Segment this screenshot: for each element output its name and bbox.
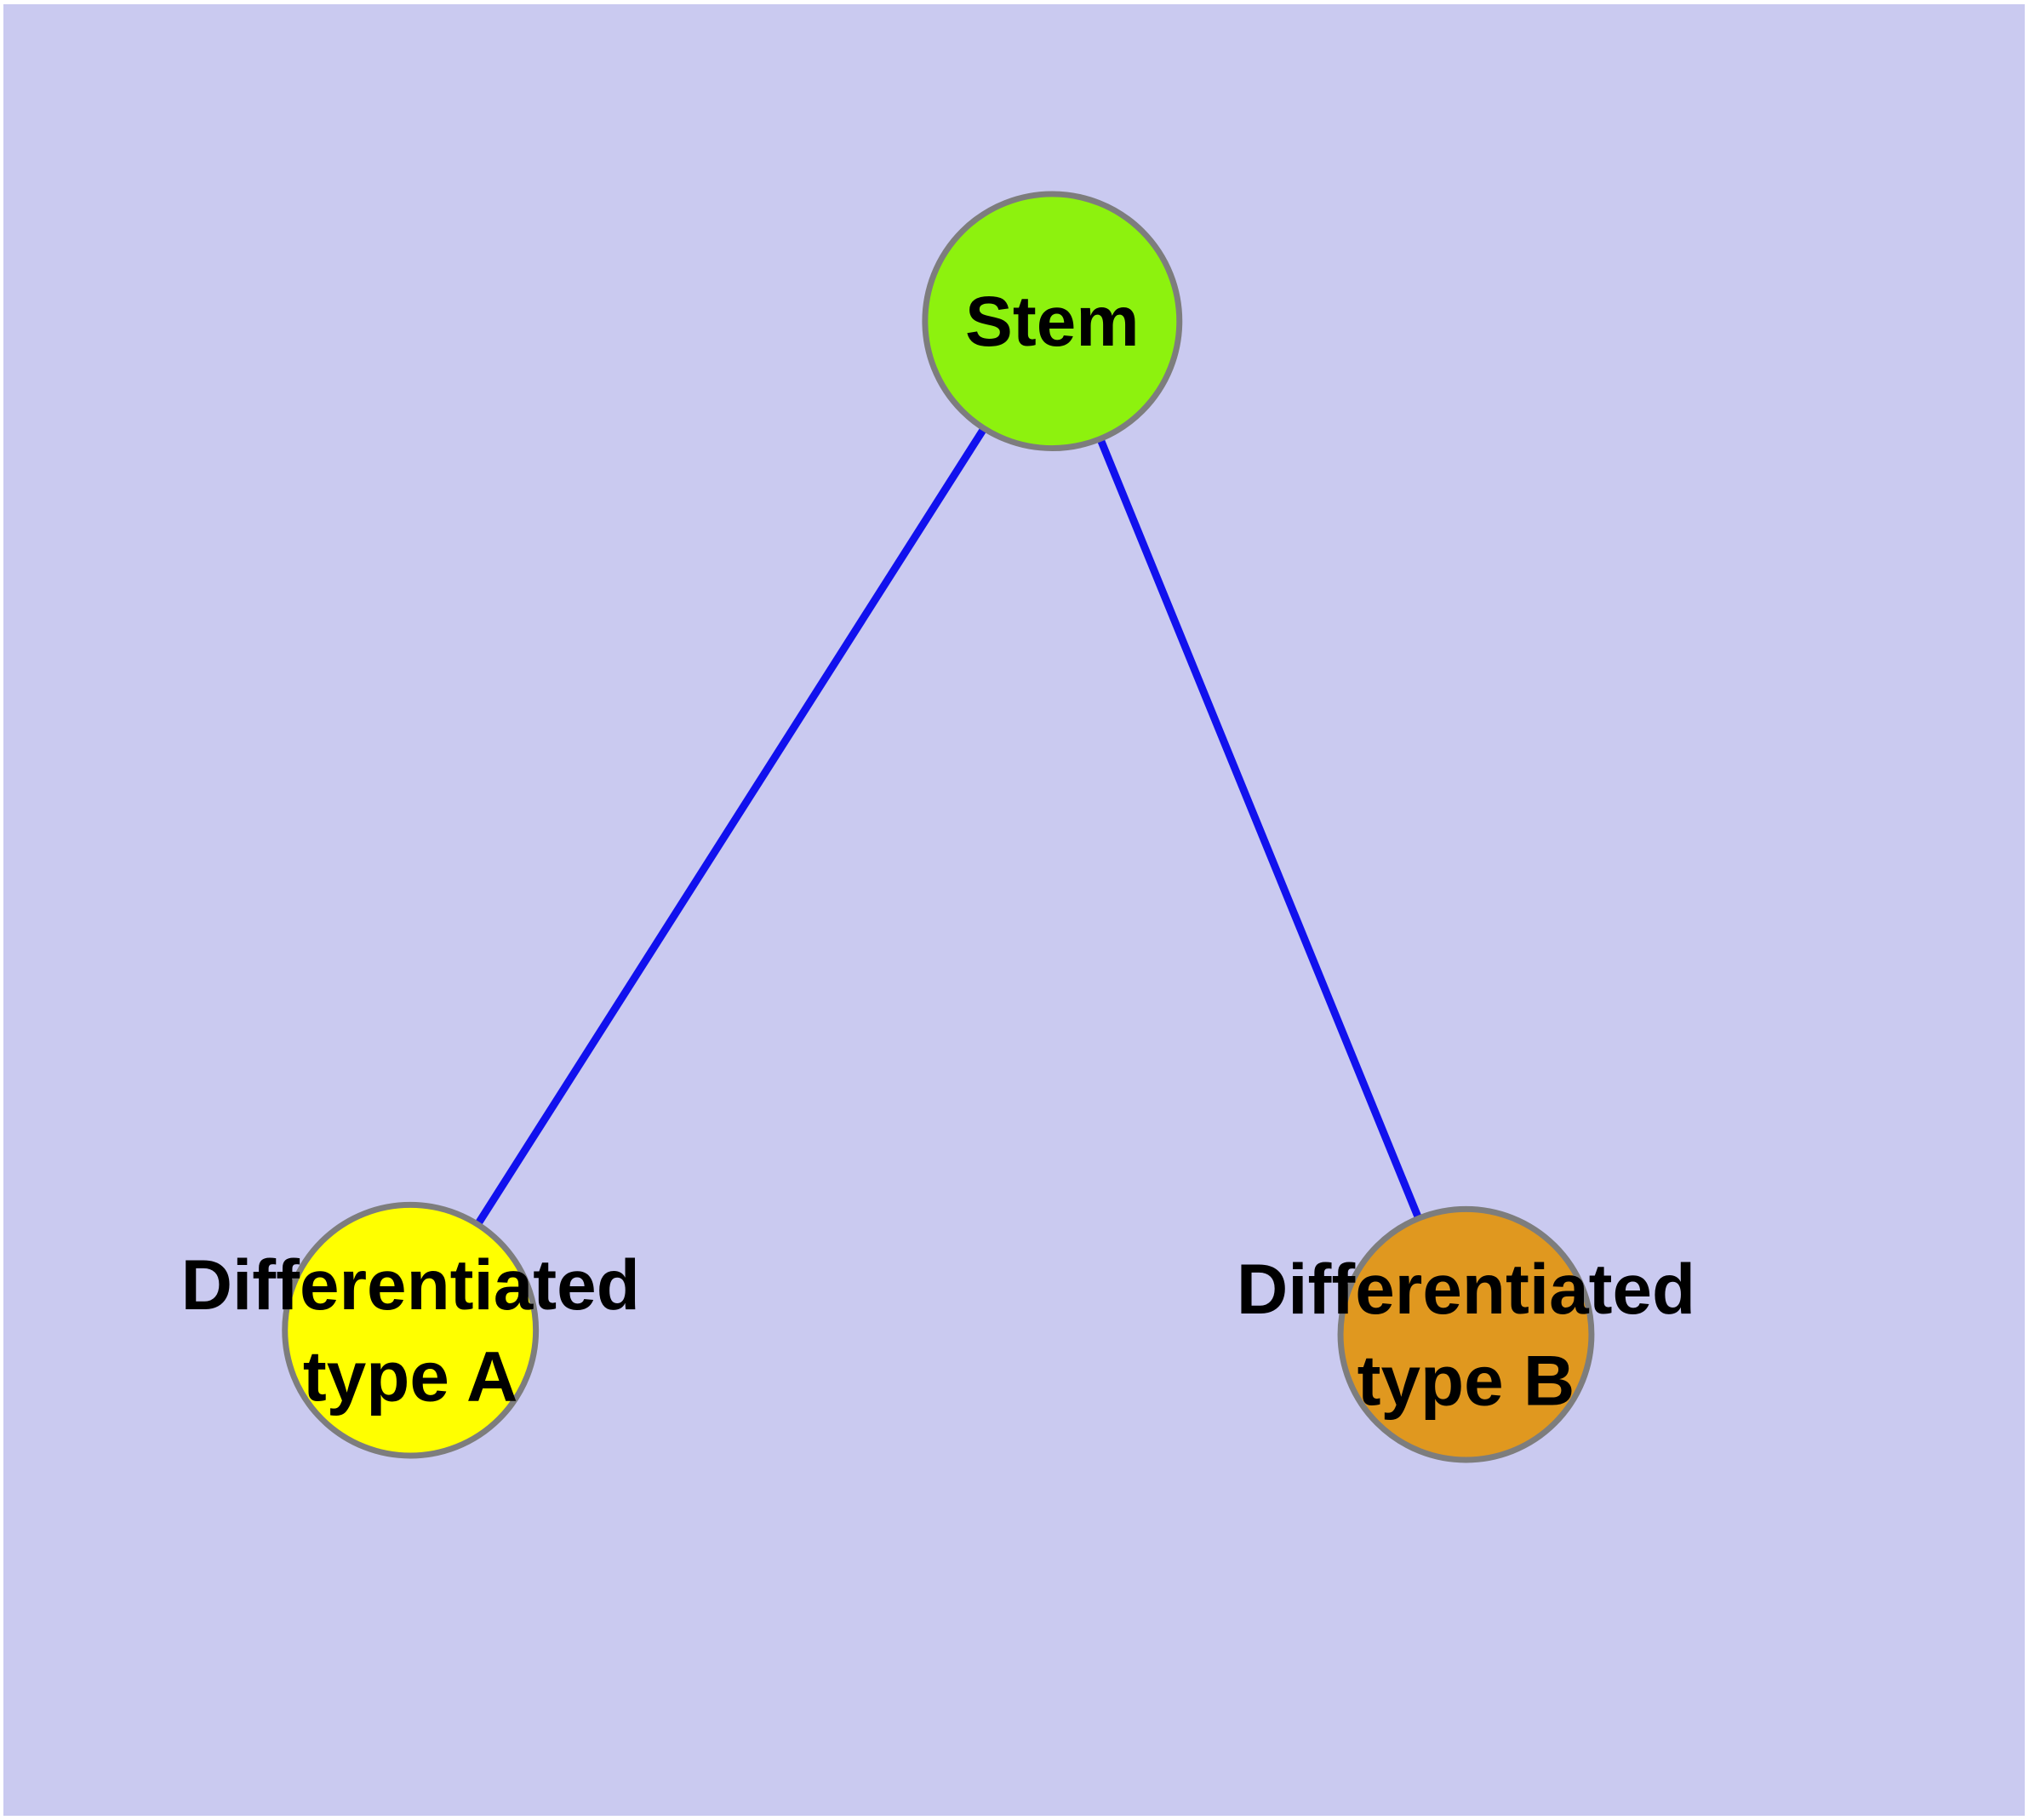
- node-label-line: Stem: [965, 281, 1140, 361]
- node-label-line: Differentiated: [181, 1245, 640, 1325]
- node-differentiated-type-b: [1337, 1205, 1595, 1463]
- node-label-line: Differentiated: [1237, 1249, 1695, 1329]
- node-label-stem: Stem: [965, 281, 1140, 361]
- node-label-differentiated-type-b: Differentiated type B: [1237, 1249, 1695, 1420]
- edge-stem-differentiated-type-a: [407, 318, 1056, 1333]
- node-stem: [922, 191, 1183, 452]
- node-label-line: type A: [303, 1336, 518, 1416]
- node-label-differentiated-type-a: Differentiated type A: [181, 1245, 640, 1416]
- edge-stem-differentiated-type-b: [1049, 319, 1470, 1336]
- node-label-line: type B: [1357, 1340, 1575, 1420]
- node-differentiated-type-a: [282, 1201, 540, 1459]
